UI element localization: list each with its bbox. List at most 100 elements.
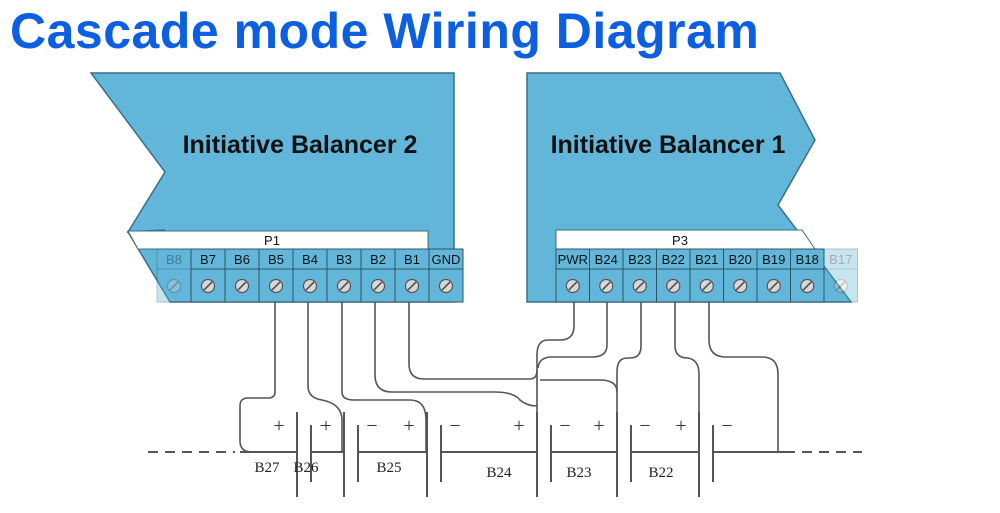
p3-terminal-b18: B18 bbox=[790, 248, 825, 303]
wire-p1-b2 bbox=[341, 302, 427, 452]
terminal-label-cell bbox=[823, 248, 858, 270]
screw-terminal-icon bbox=[268, 278, 284, 294]
wire-p3-pwr bbox=[536, 302, 575, 452]
p3-terminal-b24: B24 bbox=[589, 248, 624, 303]
wire-p3-b22 bbox=[674, 302, 700, 452]
battery-label: B23 bbox=[566, 465, 591, 481]
screw-terminal-icon bbox=[833, 278, 848, 294]
battery-minus-sign: − bbox=[559, 415, 570, 437]
balancer-1-title: Initiative Balancer 1 bbox=[551, 131, 786, 159]
terminal-label: B22 bbox=[662, 252, 685, 267]
battery-b23: + − B23 bbox=[566, 412, 699, 497]
p3-label: P3 bbox=[672, 233, 688, 248]
battery-plus-sign: + bbox=[513, 415, 524, 437]
p3-terminal-b19: B19 bbox=[756, 248, 791, 303]
terminal-label: B5 bbox=[268, 252, 284, 267]
battery-minus-sign: − bbox=[449, 415, 460, 437]
p3-terminal-b21: B21 bbox=[689, 248, 724, 303]
terminal-label: B6 bbox=[234, 252, 250, 267]
battery-plus-sign: + bbox=[593, 415, 604, 437]
wire-p1-b1 bbox=[374, 302, 538, 407]
terminal-label: B20 bbox=[729, 252, 752, 267]
terminal-label: B4 bbox=[302, 252, 318, 267]
terminal-screw-cell bbox=[156, 268, 192, 303]
screw-terminal-icon bbox=[565, 278, 580, 294]
p1-terminal-b1: B1 bbox=[394, 248, 430, 303]
p1-terminal-b5: B5 bbox=[258, 248, 294, 303]
terminal-label: B23 bbox=[628, 252, 651, 267]
p3-terminal-b17: B17 bbox=[823, 248, 858, 303]
terminal-label: B8 bbox=[166, 252, 182, 267]
wire-p3-b21 bbox=[708, 302, 779, 452]
p1-terminal-b7: B7 bbox=[190, 248, 226, 303]
terminal-label: B17 bbox=[829, 252, 852, 267]
battery-plus-sign: + bbox=[273, 415, 284, 437]
terminal-label: B24 bbox=[595, 252, 618, 267]
wire-p1-gnd bbox=[408, 302, 538, 380]
wire-p3-b23 bbox=[616, 302, 642, 452]
p1-terminal-b4: B4 bbox=[292, 248, 328, 303]
screw-terminal-icon bbox=[404, 278, 420, 294]
terminal-label: B19 bbox=[762, 252, 785, 267]
battery-b25: + − B25 bbox=[376, 412, 537, 497]
screw-terminal-icon bbox=[336, 278, 352, 294]
terminal-label: B18 bbox=[796, 252, 819, 267]
p1-terminal-b2: B2 bbox=[360, 248, 396, 303]
battery-label: B25 bbox=[376, 460, 401, 476]
terminal-label: PWR bbox=[558, 252, 588, 267]
battery-b26: +−B26 bbox=[293, 412, 427, 497]
battery-label: B27 bbox=[254, 460, 280, 476]
terminal-label: B21 bbox=[695, 252, 718, 267]
screw-terminal-icon bbox=[166, 278, 182, 294]
wire-p1-b4 bbox=[239, 302, 296, 453]
battery-label: B26 bbox=[293, 460, 319, 476]
battery-label: B22 bbox=[648, 465, 673, 481]
screw-terminal-icon bbox=[666, 278, 681, 294]
battery-b27: +−B27 bbox=[240, 412, 344, 497]
p1-terminal-gnd: GND bbox=[428, 248, 464, 303]
terminal-label: B1 bbox=[404, 252, 420, 267]
terminal-label: GND bbox=[432, 252, 461, 267]
wire-p3-b24 bbox=[537, 302, 608, 369]
battery-minus-sign: − bbox=[319, 415, 330, 437]
screw-terminal-icon bbox=[234, 278, 250, 294]
p3-terminal-pwr: PWR bbox=[555, 248, 590, 303]
battery-minus-sign: − bbox=[639, 415, 650, 437]
terminal-screw-cell bbox=[622, 268, 657, 303]
screw-terminal-icon bbox=[599, 278, 614, 294]
balancer-2: Initiative Balancer 2 P1 B8 B7 B6 B5 B4 B3 B2 B… bbox=[89, 72, 464, 303]
screw-terminal-icon bbox=[438, 278, 454, 294]
screw-terminal-icon bbox=[632, 278, 647, 294]
p3-terminal-b20: B20 bbox=[723, 248, 758, 303]
battery-plus-sign: + bbox=[675, 415, 686, 437]
p3-terminal-b22: B22 bbox=[656, 248, 691, 303]
p1-terminal-b6: B6 bbox=[224, 248, 260, 303]
balancer-1: Initiative Balancer 1 P3 PWR B24 B23 B22 B21… bbox=[526, 72, 858, 303]
screw-terminal-icon bbox=[699, 278, 714, 294]
p1-terminal-b8: B8 bbox=[156, 248, 192, 303]
battery-plus-sign: + bbox=[403, 415, 414, 437]
screw-terminal-icon bbox=[733, 278, 748, 294]
screw-terminal-icon bbox=[766, 278, 781, 294]
diagram-title: Cascade mode Wiring Diagram bbox=[10, 3, 760, 59]
battery-minus-sign: − bbox=[366, 415, 377, 437]
screw-terminal-icon bbox=[200, 278, 216, 294]
terminal-screw-cell bbox=[823, 268, 858, 303]
wires bbox=[239, 302, 779, 453]
p1-terminal-b3: B3 bbox=[326, 248, 362, 303]
battery-chain: +−B27+−B26+−B25+−B24+−B23+−B22 bbox=[148, 412, 862, 497]
battery-plus-sign: + bbox=[320, 415, 331, 437]
terminal-label: B2 bbox=[370, 252, 386, 267]
screw-terminal-icon bbox=[370, 278, 386, 294]
battery-b22: + − B22 bbox=[648, 412, 785, 497]
terminal-label: B3 bbox=[336, 252, 352, 267]
wire-p1-b3 bbox=[307, 302, 343, 452]
balancer-2-title: Initiative Balancer 2 bbox=[183, 131, 418, 159]
screw-terminal-icon bbox=[302, 278, 318, 294]
screw-terminal-icon bbox=[800, 278, 815, 294]
battery-b24: +−B24 bbox=[486, 412, 617, 497]
p3-terminal-b23: B23 bbox=[622, 248, 657, 303]
p1-label: P1 bbox=[264, 233, 280, 248]
battery-minus-sign: − bbox=[721, 415, 732, 437]
